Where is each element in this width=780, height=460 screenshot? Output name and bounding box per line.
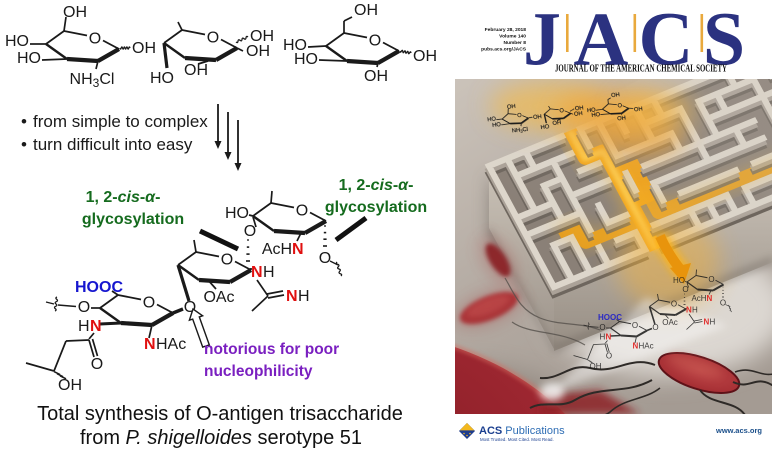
svg-text:O: O [244, 223, 256, 240]
svg-text:O: O [221, 252, 233, 269]
svg-text:O: O [319, 250, 331, 267]
svg-text:N: N [292, 241, 304, 258]
svg-text:OAc: OAc [203, 289, 234, 306]
svg-text:1, 2-cis-α-: 1, 2-cis-α- [339, 177, 414, 194]
svg-text:S: S [703, 0, 745, 82]
svg-text:O: O [78, 299, 90, 316]
svg-text:N: N [251, 264, 263, 281]
svg-text:ACS Publications: ACS Publications [479, 425, 565, 437]
svg-text:O: O [91, 356, 103, 373]
svg-text:OH: OH [413, 48, 437, 65]
svg-text:OH: OH [132, 40, 156, 57]
svg-text:C: C [639, 0, 694, 82]
svg-text:HO: HO [17, 50, 41, 67]
svg-text:J: J [523, 0, 561, 82]
svg-text:February 28, 2018: February 28, 2018 [485, 27, 527, 33]
svg-text:H: H [78, 318, 90, 335]
svg-text:HO: HO [225, 205, 249, 222]
svg-text:OH: OH [364, 68, 388, 85]
svg-text:1, 2-cis-α-: 1, 2-cis-α- [86, 189, 161, 206]
svg-text:notorious for poor: notorious for poor [204, 341, 339, 358]
svg-text:Total synthesis of O-antigen t: Total synthesis of O-antigen trisacchari… [37, 403, 403, 425]
svg-text:from P. shigelloides serotype: from P. shigelloides serotype 51 [80, 427, 362, 449]
svg-text:H: H [298, 288, 310, 305]
svg-text:HO: HO [283, 37, 307, 54]
svg-text:JOURNAL OF THE AMERICAN CHEMIC: JOURNAL OF THE AMERICAN CHEMICAL SOCIETY [555, 63, 727, 75]
svg-text:N: N [90, 318, 102, 335]
svg-text:•: • [21, 135, 27, 154]
svg-text:Volume 140: Volume 140 [499, 34, 526, 40]
svg-text:A: A [574, 0, 629, 82]
svg-text:OH: OH [354, 2, 378, 19]
svg-text:pubs.acs.org/JACS: pubs.acs.org/JACS [481, 47, 527, 53]
svg-text:OH: OH [250, 28, 274, 45]
svg-text:O: O [143, 295, 155, 312]
svg-text:HAc: HAc [156, 336, 186, 353]
svg-text:OH: OH [184, 62, 208, 79]
svg-text:O: O [207, 30, 219, 47]
svg-text:H: H [263, 264, 275, 281]
svg-text:glycosylation: glycosylation [82, 211, 184, 228]
svg-text:HO: HO [150, 70, 174, 87]
svg-text:AcH: AcH [262, 241, 292, 258]
svg-text:O: O [89, 31, 101, 48]
svg-text:HO: HO [5, 33, 29, 50]
svg-text:Most Trusted. Most Cited. Most: Most Trusted. Most Cited. Most Read. [480, 437, 554, 442]
svg-text:HO: HO [294, 51, 318, 68]
svg-text:www.acs.org: www.acs.org [715, 426, 762, 435]
svg-text:OH: OH [58, 377, 82, 394]
svg-text:Number 8: Number 8 [503, 40, 526, 46]
svg-text:from simple to complex: from simple to complex [33, 112, 208, 131]
svg-text:nucleophilicity: nucleophilicity [204, 363, 313, 380]
svg-text:•: • [21, 112, 27, 131]
svg-text:N: N [144, 336, 156, 353]
svg-text:O: O [296, 203, 308, 220]
svg-text:OH: OH [63, 4, 87, 21]
svg-text:O: O [369, 33, 381, 50]
svg-text:NH3Cl: NH3Cl [70, 71, 115, 90]
svg-text:OH: OH [246, 43, 270, 60]
svg-text:turn difficult into easy: turn difficult into easy [33, 135, 193, 154]
svg-text:N: N [286, 288, 298, 305]
svg-text:HOOC: HOOC [75, 279, 123, 296]
svg-text:glycosylation: glycosylation [325, 199, 427, 216]
